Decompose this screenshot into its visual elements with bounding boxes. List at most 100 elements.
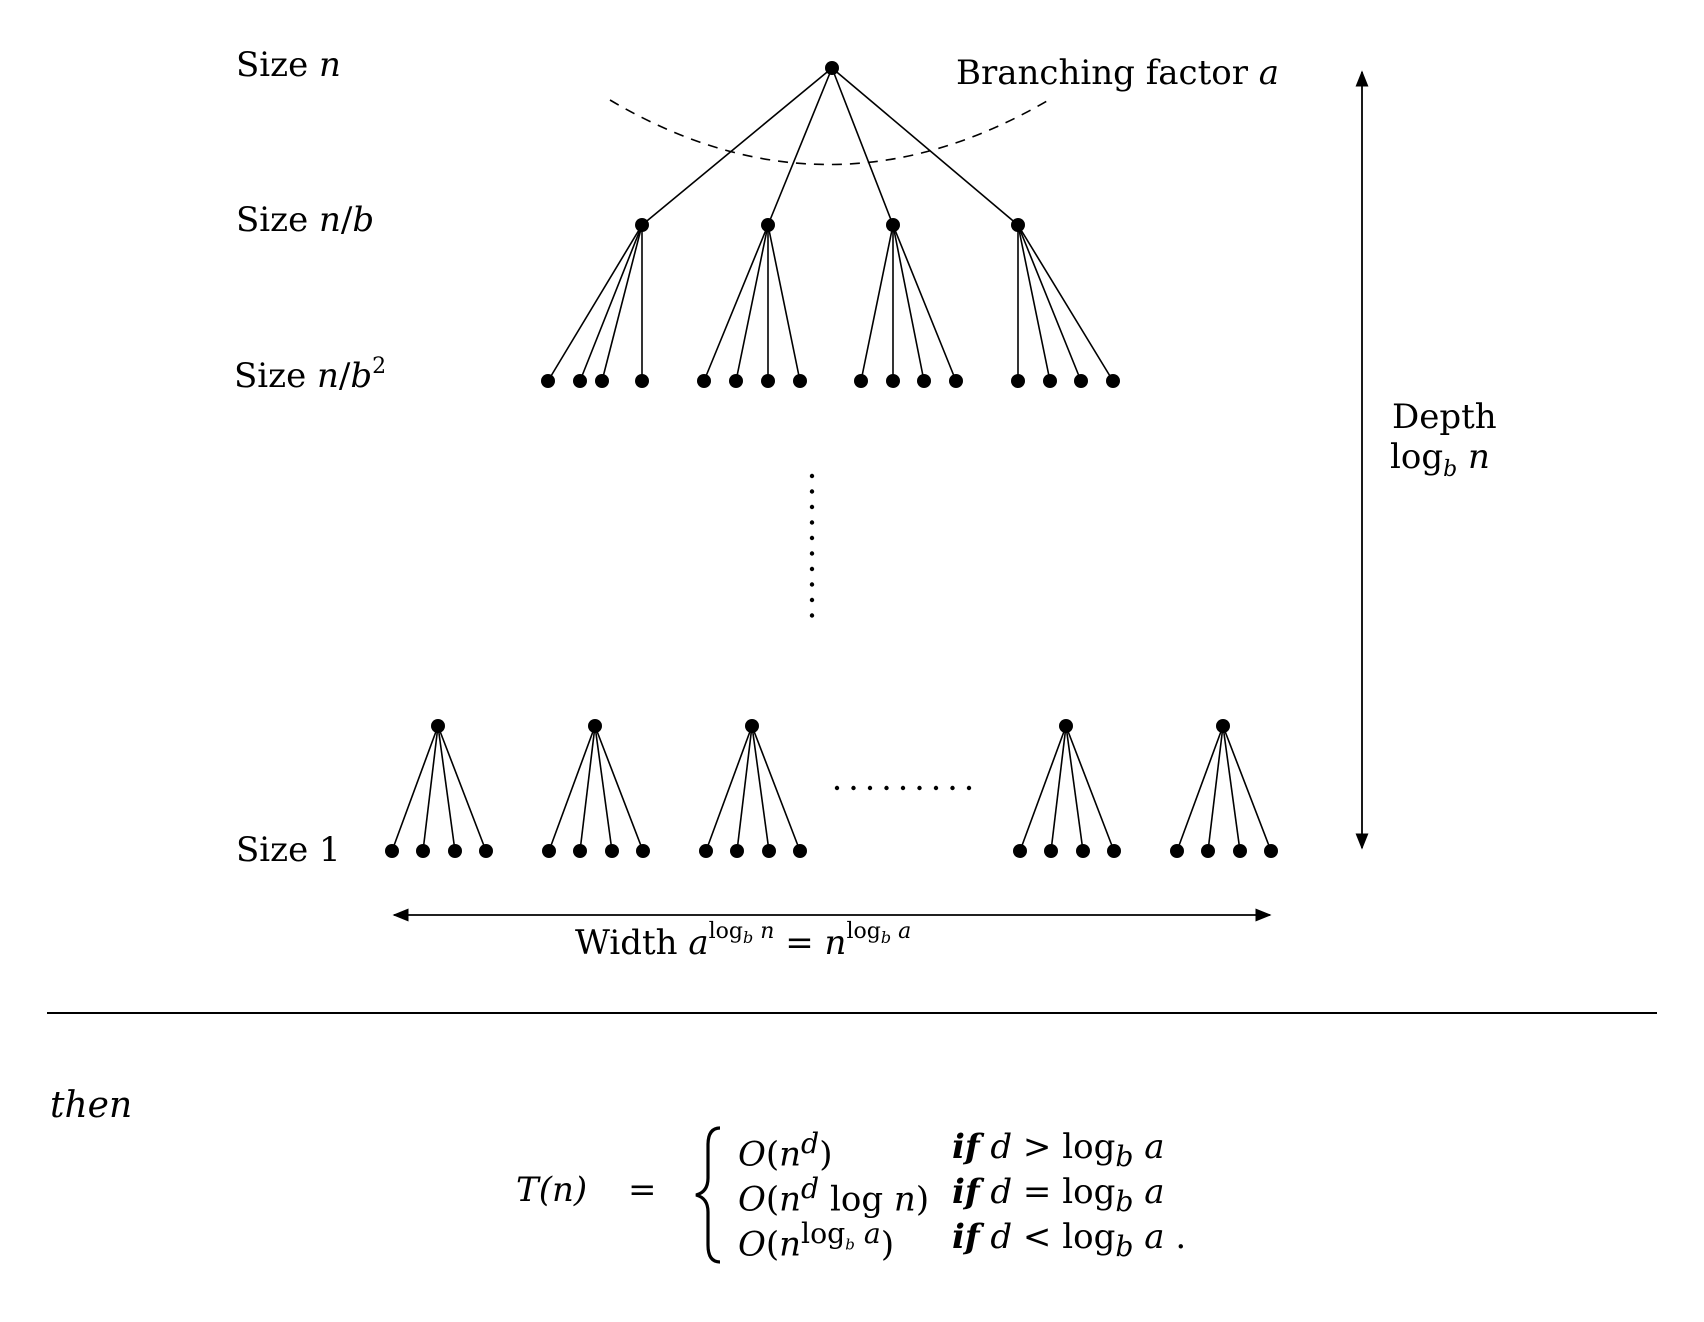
- tree-edge: [1222, 725, 1272, 852]
- leaf-node-size-1: [1076, 844, 1090, 858]
- leaf-node-size-1: [762, 844, 776, 858]
- tree-edge: [705, 725, 753, 852]
- tree-edge: [1065, 725, 1084, 852]
- leaf-node-level-2: [729, 374, 743, 388]
- leaf-node-size-1: [1201, 844, 1215, 858]
- cases-brace: [695, 1126, 721, 1264]
- label-depth-log: logb n: [1390, 437, 1490, 482]
- tree-edge: [1019, 725, 1067, 852]
- ellipsis-dot: [809, 520, 815, 525]
- recursion-tree-diagram: [385, 61, 1369, 922]
- tree-edge: [579, 224, 643, 382]
- tree-edge: [767, 67, 833, 226]
- tree-edge: [579, 725, 596, 852]
- ellipsis-dot: [809, 473, 815, 479]
- vertical-ellipsis: [809, 473, 815, 618]
- ellipsis-dot: [834, 785, 840, 791]
- leaf-node-level-2: [793, 374, 807, 388]
- label-size-1: Size 1: [236, 830, 341, 870]
- tree-edge: [601, 224, 643, 382]
- label-depth: Depth: [1392, 397, 1497, 437]
- leaf-node-level-2: [1106, 374, 1120, 388]
- case-row-1-condition: if d > logb a: [952, 1127, 1165, 1173]
- formula-lhs: T(n): [516, 1170, 588, 1210]
- tree-edge: [1065, 725, 1115, 852]
- tree-edge: [735, 224, 769, 382]
- leaf-node-size-1: [416, 844, 430, 858]
- case-row-2-condition: if d = logb a: [952, 1172, 1165, 1218]
- ellipsis-dot: [809, 597, 815, 603]
- case-row-3-value: O(nlogb a): [738, 1217, 895, 1265]
- tree-edge: [736, 725, 753, 852]
- tree-edges: [391, 67, 1272, 852]
- node-bottom-parent: [1059, 719, 1073, 733]
- label-size-n: Size n: [236, 45, 341, 85]
- leaf-node-level-2: [886, 374, 900, 388]
- leaf-node-size-1: [636, 844, 650, 858]
- ellipsis-dot: [809, 582, 815, 587]
- tree-edge: [751, 725, 770, 852]
- tree-edge: [892, 224, 925, 382]
- tree-edge: [391, 725, 439, 852]
- leaf-node-level-2: [1043, 374, 1057, 388]
- ellipsis-dot: [950, 785, 955, 791]
- ellipsis-dot: [867, 785, 873, 791]
- leaf-node-size-1: [1233, 844, 1247, 858]
- label-branching-factor: Branching factor a: [956, 53, 1280, 93]
- tree-edge: [437, 725, 456, 852]
- ellipsis-dot: [809, 504, 815, 510]
- leaf-node-level-2: [541, 374, 555, 388]
- leaf-node-size-1: [385, 844, 399, 858]
- leaf-node-level-2: [761, 374, 775, 388]
- tree-edge: [703, 224, 769, 382]
- leaf-node-level-2: [854, 374, 868, 388]
- leaf-node-size-1: [699, 844, 713, 858]
- case-row-3-condition: if d < logb a .: [952, 1217, 1187, 1263]
- leaf-node-size-1: [542, 844, 556, 858]
- tree-edge: [594, 725, 613, 852]
- ellipsis-dot: [809, 613, 815, 618]
- leaf-node-level-2: [573, 374, 587, 388]
- node-bottom-parent: [431, 719, 445, 733]
- ellipsis-dot: [851, 785, 856, 791]
- tree-edge: [767, 224, 801, 382]
- leaf-node-size-1: [1044, 844, 1058, 858]
- ellipsis-dot: [809, 535, 815, 541]
- tree-edge: [1207, 725, 1224, 852]
- label-width: Width alogb n = nlogb a: [575, 919, 912, 963]
- tree-edge: [1050, 725, 1067, 852]
- branching-arc: [609, 97, 1053, 166]
- tree-edge: [547, 224, 643, 382]
- node-level-1: [1011, 218, 1025, 232]
- leaf-node-level-2: [949, 374, 963, 388]
- leaf-node-level-2: [595, 374, 609, 388]
- tree-edge: [1017, 224, 1051, 382]
- tree-edge: [422, 725, 439, 852]
- leaf-node-level-2: [697, 374, 711, 388]
- tree-edge: [831, 67, 894, 226]
- node-bottom-parent: [588, 719, 602, 733]
- tree-edge: [1017, 224, 1114, 382]
- leaf-node-level-2: [1074, 374, 1088, 388]
- ellipsis-dot: [809, 566, 815, 572]
- tree-edge: [594, 725, 644, 852]
- tree-edge: [641, 67, 833, 226]
- tree-edge: [437, 725, 487, 852]
- label-size-n-over-b2: Size n/b2: [234, 354, 387, 396]
- ellipsis-dot: [966, 785, 972, 791]
- ellipsis-dot: [809, 489, 815, 494]
- tree-edge: [892, 224, 957, 382]
- ellipsis-dot: [900, 785, 906, 791]
- node-level-1: [635, 218, 649, 232]
- ellipsis-dot: [884, 785, 889, 791]
- root-node: [825, 61, 839, 75]
- leaf-node-size-1: [605, 844, 619, 858]
- leaf-node-level-2: [635, 374, 649, 388]
- formula-equals: =: [628, 1170, 657, 1210]
- tree-edge: [1176, 725, 1224, 852]
- leaf-node-size-1: [1264, 844, 1278, 858]
- leaf-node-size-1: [573, 844, 587, 858]
- tree-edge: [548, 725, 596, 852]
- node-bottom-parent: [1216, 719, 1230, 733]
- leaf-node-size-1: [793, 844, 807, 858]
